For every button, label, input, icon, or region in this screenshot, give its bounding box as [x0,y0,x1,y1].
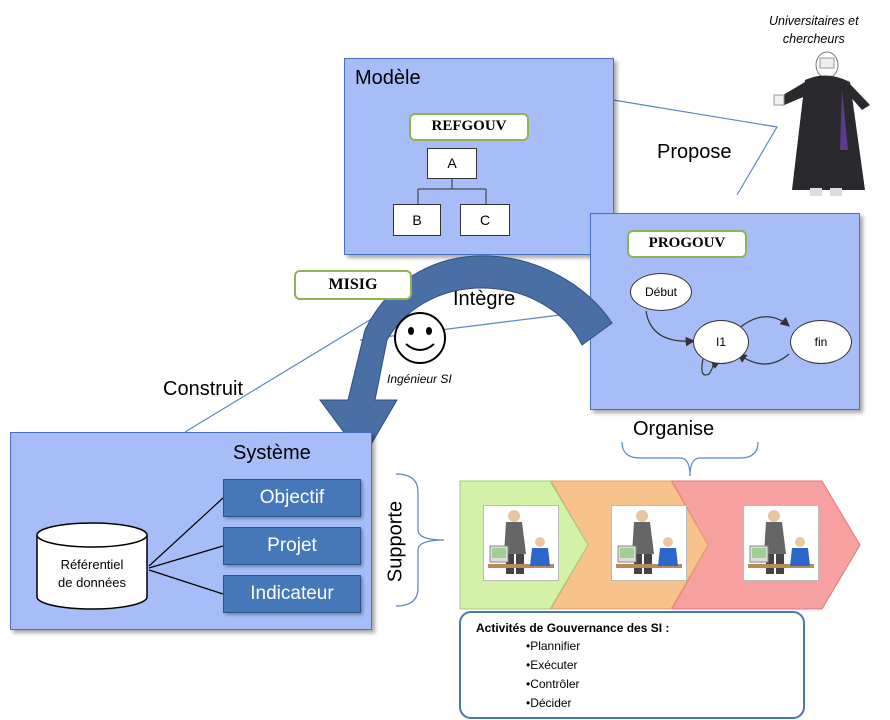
integre-label: Intègre [453,288,516,310]
tree-connectors [417,179,487,204]
refgouv-tag: REFGOUV [409,113,529,141]
repository-label: Référentiel de données [35,556,149,592]
organise-label: Organise [633,418,715,440]
model-panel: Modèle REFGOUV A B C [344,58,614,255]
academics-label-line1: Universitaires et [769,14,859,28]
model-title: Modèle [355,67,421,89]
repository-label-line1: Référentiel [60,557,124,572]
activity-item: •Plannifier [526,639,581,653]
misig-tag: MISIG [294,270,412,300]
activity-item: •Décider [526,696,572,710]
academic-figure [773,51,870,196]
supporte-brace [395,473,445,607]
tree-node-a: A [427,148,477,179]
state-debut: Début [630,273,692,311]
academics-label: Universitaires et chercheurs [769,12,859,48]
academics-label-line2: chercheurs [782,32,845,46]
state-fin: fin [790,320,852,364]
repository-label-line2: de données [58,575,126,590]
projet-button[interactable]: Projet [223,527,361,565]
activity-item: •Exécuter [526,658,578,672]
state-i1: I1 [693,320,749,364]
tree-node-c: C [460,204,510,236]
activity-figure-1 [483,505,559,581]
system-title: Système [233,442,311,464]
engineer-smiley-icon [394,312,446,364]
repository-links [148,497,224,595]
database-cylinder-icon [36,522,148,610]
construit-label: Construit [163,378,244,400]
tree-node-b: B [393,204,441,236]
activity-figure-3 [743,505,819,581]
activity-figure-2 [611,505,687,581]
system-panel: Système Référentiel de données Objectif … [10,432,372,630]
organise-brace [621,441,759,477]
activities-box: Activités de Gouvernance des SI : •Plann… [459,611,805,719]
engineer-label: Ingénieur SI [387,372,452,386]
objectif-button[interactable]: Objectif [223,479,361,517]
propose-label: Propose [657,141,732,163]
progouv-tag: PROGOUV [627,230,747,258]
indicateur-button[interactable]: Indicateur [223,575,361,613]
progouv-panel: PROGOUV Début I1 fin [590,213,860,410]
activities-title: Activités de Gouvernance des SI : [476,621,670,635]
activity-item: •Contrôler [526,677,580,691]
